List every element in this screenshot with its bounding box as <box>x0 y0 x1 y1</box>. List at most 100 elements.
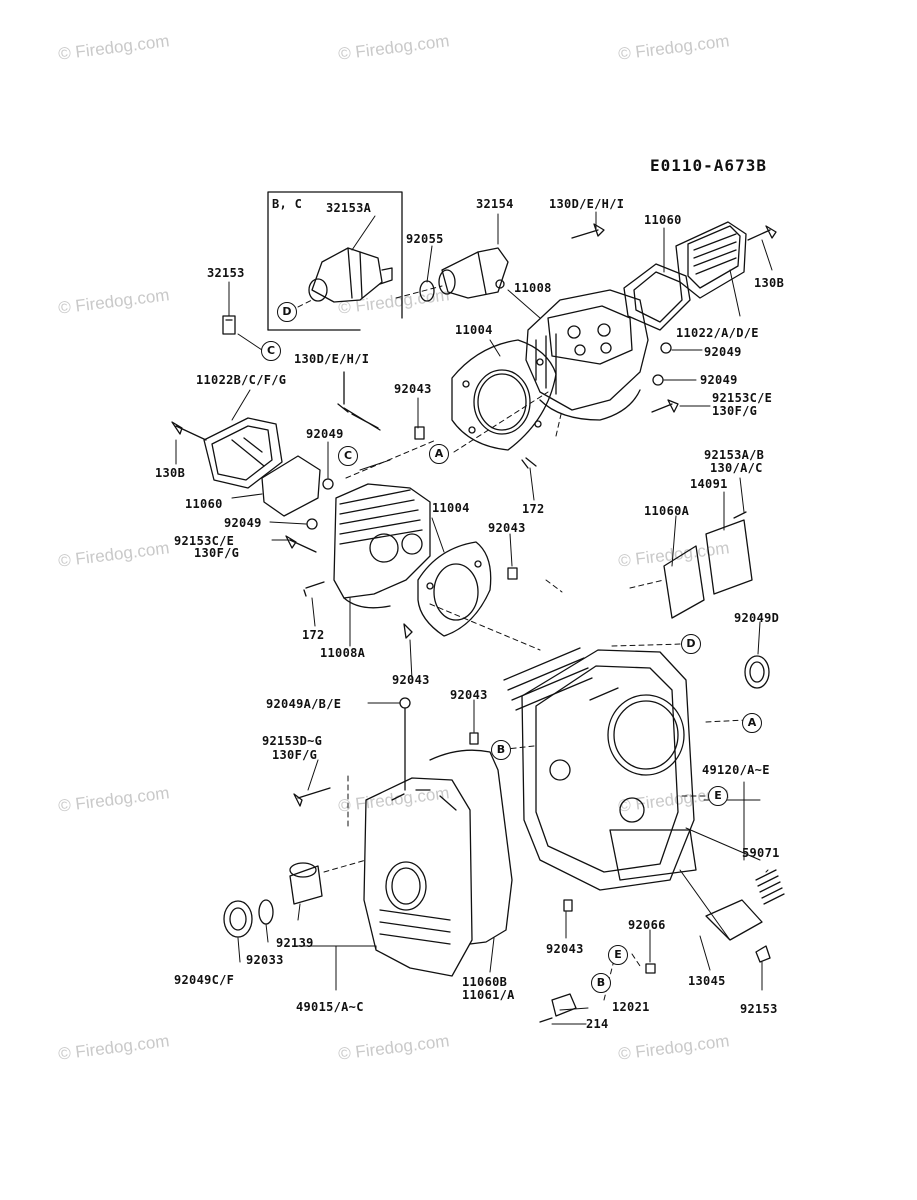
part-label: 11008 <box>514 281 552 295</box>
part-label: 92049 <box>224 516 262 530</box>
part-92153C-bolt <box>651 399 679 413</box>
part-32153A-outline <box>308 247 393 303</box>
part-label: 130B <box>754 276 785 290</box>
part-11022-lower-cover <box>203 417 283 489</box>
part-label: 92153 <box>740 1002 778 1016</box>
reference-marker-a: A <box>429 444 449 464</box>
part-label: 32153A <box>326 201 372 215</box>
part-label: 92049 <box>704 345 742 359</box>
leader-lines <box>175 211 773 1025</box>
part-92153-bolt <box>755 945 771 963</box>
part-label: 92043 <box>450 688 488 702</box>
part-label: 49015/A~C <box>296 1000 364 1014</box>
part-label: 130/A/C <box>710 461 763 475</box>
part-label: 92153D~G <box>262 734 323 748</box>
part-label: 92043 <box>394 382 432 396</box>
part-label: 214 <box>586 1017 609 1031</box>
part-92153A-bolt <box>733 511 747 519</box>
part-label: 92043 <box>392 673 430 687</box>
part-label: 11060 <box>644 213 682 227</box>
part-label: 92049 <box>306 427 344 441</box>
part-11060A-gasket <box>663 545 705 619</box>
part-label: 13045 <box>688 974 726 988</box>
part-label: 92043 <box>546 942 584 956</box>
part-label: 92043 <box>488 521 526 535</box>
part-11022-upper-cover <box>675 221 747 299</box>
part-label: 130D/E/H/I <box>294 352 370 366</box>
part-13045-plate <box>705 899 763 941</box>
reference-marker-e: E <box>708 786 728 806</box>
part-label: 92153C/E <box>174 534 235 548</box>
part-11060B-gasket <box>429 749 513 945</box>
part-130B-lower-bolt <box>171 421 207 441</box>
part-92043-dowel <box>403 623 413 639</box>
part-label: 130B <box>155 466 186 480</box>
part-92033-ring <box>258 899 274 925</box>
part-92049C-seal <box>223 900 253 938</box>
part-172-upper-stud <box>521 457 537 469</box>
part-label: 32153 <box>207 266 245 280</box>
part-92043-dowel <box>507 567 518 580</box>
part-label: 92139 <box>276 936 314 950</box>
part-92153C-lower-bolt <box>285 535 317 553</box>
part-92139-bushing <box>289 865 323 905</box>
reference-marker-d: D <box>681 634 701 654</box>
part-label: 11060B <box>462 975 508 989</box>
part-59071-spring <box>755 869 785 905</box>
part-label: 92153C/E <box>712 391 773 405</box>
part-11060-lower-gasket <box>261 455 321 517</box>
part-11008-cylinder-head <box>525 289 649 421</box>
part-130B-upper-bolt <box>747 225 777 241</box>
part-92049A-plug <box>399 697 411 709</box>
part-32153-clamp <box>222 315 236 335</box>
part-92049D-seal <box>744 655 770 689</box>
part-label: 11060A <box>644 504 690 518</box>
part-172-lower-stud <box>303 581 325 597</box>
reference-marker-a: A <box>742 713 762 733</box>
part-label: 14091 <box>690 477 728 491</box>
part-label: 130F/G <box>194 546 240 560</box>
reference-marker-c: C <box>338 446 358 466</box>
part-11004-upper-gasket <box>451 339 557 451</box>
part-11008A-cylinder-head <box>333 483 431 609</box>
part-214-screw <box>539 1017 553 1023</box>
reference-marker-b: B <box>591 973 611 993</box>
part-label: 11004 <box>455 323 493 337</box>
part-label: 92049A/B/E <box>266 697 342 711</box>
part-32154-outline <box>438 247 509 299</box>
part-label: 59071 <box>742 846 780 860</box>
part-crankcase <box>503 647 697 891</box>
part-label: 92055 <box>406 232 444 246</box>
part-92043-dowel <box>414 426 425 440</box>
part-label: 130F/G <box>712 404 758 418</box>
part-92049-nut <box>322 478 334 490</box>
part-14091-cover <box>705 519 753 595</box>
diagram-code: E0110-A673B <box>650 156 767 175</box>
reference-marker-e: E <box>608 945 628 965</box>
part-11004-lower-gasket <box>417 541 492 637</box>
part-92049-nut <box>652 374 664 386</box>
part-92066-plug <box>645 963 656 974</box>
part-label: 11022/A/D/E <box>676 326 759 340</box>
reference-marker-d: D <box>277 302 297 322</box>
part-label: 172 <box>302 628 325 642</box>
part-label: 92066 <box>628 918 666 932</box>
part-label: 172 <box>522 502 545 516</box>
inset-box-outline <box>267 191 403 331</box>
part-130D-upper-bolt <box>571 223 605 239</box>
part-label: 92049C/F <box>174 973 235 987</box>
part-label: 11008A <box>320 646 366 660</box>
part-11060-upper-gasket <box>623 263 691 331</box>
part-92153D-bolt <box>293 787 331 807</box>
part-label: 12021 <box>612 1000 650 1014</box>
part-label: 92049 <box>700 373 738 387</box>
part-label: 49120/A~E <box>702 763 770 777</box>
part-label: 92049D <box>734 611 780 625</box>
part-label: 32154 <box>476 197 514 211</box>
part-49015-crankcase-cover <box>363 777 473 977</box>
part-92043-dowel <box>563 899 573 912</box>
reference-marker-c: C <box>261 341 281 361</box>
reference-marker-b: B <box>491 740 511 760</box>
part-label: 92153A/B <box>704 448 765 462</box>
